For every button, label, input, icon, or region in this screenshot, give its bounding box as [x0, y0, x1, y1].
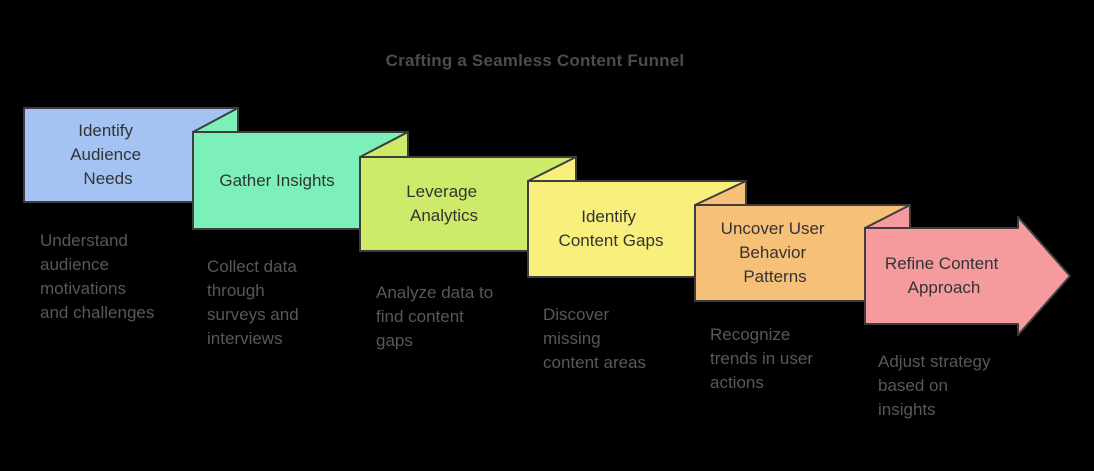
step-4-description: Discover missing content areas — [543, 305, 646, 372]
desc-line: through — [207, 281, 265, 300]
desc-line: insights — [878, 400, 936, 419]
desc-line: find content — [376, 307, 464, 326]
step-gather-insights: Gather Insights Collect data through sur… — [192, 107, 409, 348]
label-line: Leverage — [406, 182, 477, 201]
desc-line: based on — [878, 376, 948, 395]
desc-line: trends in user — [710, 349, 813, 368]
step-6-arrow — [864, 216, 1071, 336]
desc-line: interviews — [207, 329, 283, 348]
label-line: Refine Content — [885, 254, 999, 273]
desc-line: surveys and — [207, 305, 299, 324]
step-4-label: Identify Content Gaps — [559, 207, 664, 250]
desc-line: content areas — [543, 353, 646, 372]
label-line: Approach — [908, 278, 981, 297]
desc-line: Analyze data to — [376, 283, 493, 302]
step-refine-content-approach: Refine Content Approach Adjust strategy … — [864, 204, 1071, 419]
label-line: Uncover User — [721, 219, 825, 238]
label-line: Audience — [70, 145, 141, 164]
step-leverage-analytics: Leverage Analytics Analyze data to find … — [359, 131, 577, 350]
step-3-fold — [359, 131, 409, 158]
step-2-description: Collect data through surveys and intervi… — [207, 257, 303, 348]
desc-line: actions — [710, 373, 764, 392]
diagram-title: Crafting a Seamless Content Funnel — [385, 51, 685, 70]
label-line: Content Gaps — [559, 231, 664, 250]
step-4-fold — [527, 156, 577, 182]
desc-line: and challenges — [40, 303, 154, 322]
label-line: Needs — [83, 169, 132, 188]
label-line: Gather Insights — [219, 171, 334, 190]
step-6-label: Refine Content Approach — [885, 254, 1003, 297]
step-5-label: Uncover User Behavior Patterns — [721, 219, 830, 286]
label-line: Identify — [581, 207, 636, 226]
step-3-label: Leverage Analytics — [406, 182, 482, 225]
desc-line: Understand — [40, 231, 128, 250]
step-5-fold — [694, 180, 747, 206]
step-1-description: Understand audience motivations and chal… — [40, 231, 154, 322]
desc-line: missing — [543, 329, 601, 348]
step-uncover-user-behavior-patterns: Uncover User Behavior Patterns Recognize… — [694, 180, 911, 392]
desc-line: motivations — [40, 279, 126, 298]
step-6-fold — [864, 204, 911, 229]
step-2-fold — [192, 107, 239, 133]
step-1-label: Identify Audience Needs — [70, 121, 146, 188]
label-line: Analytics — [410, 206, 478, 225]
desc-line: gaps — [376, 331, 413, 350]
label-line: Patterns — [743, 267, 806, 286]
step-6-description: Adjust strategy based on insights — [878, 352, 995, 419]
label-line: Identify — [78, 121, 133, 140]
desc-line: audience — [40, 255, 109, 274]
step-identify-audience-needs: Identify Audience Needs Understand audie… — [23, 107, 239, 322]
label-line: Behavior — [739, 243, 806, 262]
desc-line: Collect data — [207, 257, 297, 276]
step-2-label: Gather Insights — [219, 171, 334, 190]
desc-line: Recognize — [710, 325, 790, 344]
desc-line: Adjust strategy — [878, 352, 991, 371]
desc-line: Discover — [543, 305, 609, 324]
step-5-description: Recognize trends in user actions — [710, 325, 818, 392]
step-3-description: Analyze data to find content gaps — [376, 283, 498, 350]
